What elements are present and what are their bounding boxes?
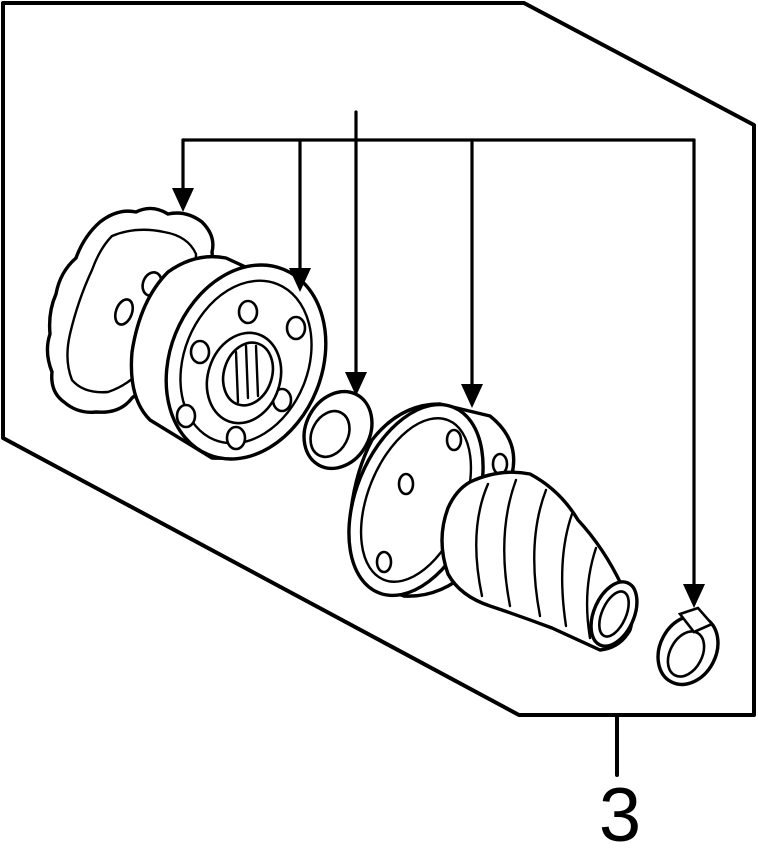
callout-number: 3	[598, 773, 642, 858]
cv-joint-housing	[129, 254, 328, 461]
outer-boot	[347, 402, 639, 652]
boot-clamp	[656, 606, 720, 687]
leader-lines	[181, 110, 696, 590]
leader-arrowheads	[172, 188, 705, 608]
diagram-frame	[1, 1, 756, 717]
circlip-washer	[302, 389, 374, 471]
